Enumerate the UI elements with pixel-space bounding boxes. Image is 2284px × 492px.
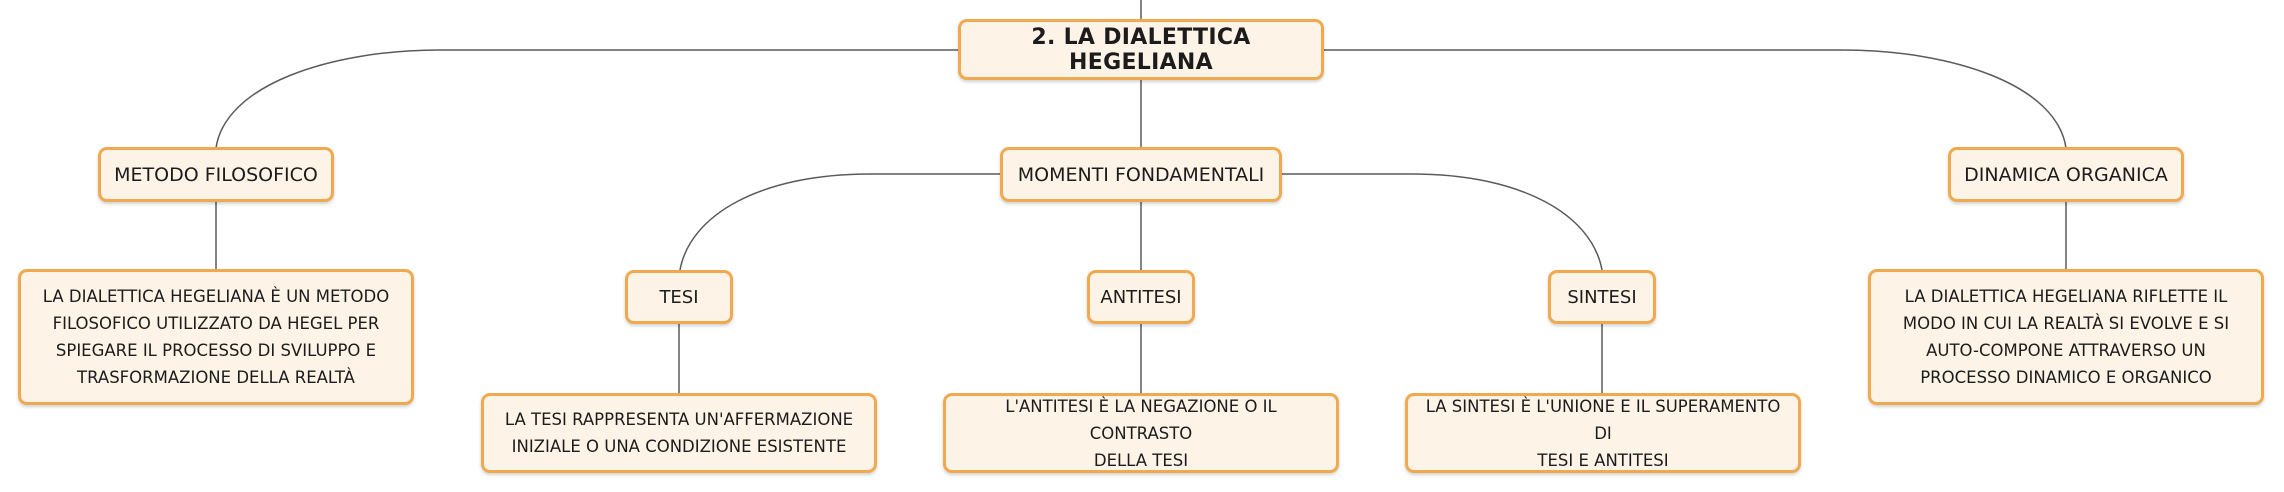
connector-root-metodo — [215, 49, 958, 149]
connector-root-dinamica — [1324, 49, 2067, 149]
node-tesi[interactable]: TESI — [625, 270, 733, 324]
metodo-filosofico-label: METODO FILOSOFICO — [114, 163, 318, 186]
node-metodo-filosofico[interactable]: METODO FILOSOFICO — [98, 147, 334, 202]
node-sintesi[interactable]: SINTESI — [1548, 270, 1656, 324]
node-sintesi-description[interactable]: LA SINTESI È L'UNIONE E IL SUPERAMENTO D… — [1405, 393, 1801, 473]
node-dinamica-description[interactable]: LA DIALETTICA HEGELIANA RIFLETTE IL MODO… — [1868, 269, 2264, 405]
connector-momenti-sintesi — [1282, 173, 1603, 271]
root-label: 2. LA DIALETTICA HEGELIANA — [1031, 24, 1251, 75]
antitesi-description-text: L'ANTITESI È LA NEGAZIONE O IL CONTRASTO… — [1005, 396, 1277, 470]
dinamica-description-text: LA DIALETTICA HEGELIANA RIFLETTE IL MODO… — [1902, 287, 2230, 387]
antitesi-label: ANTITESI — [1100, 286, 1182, 308]
node-metodo-description[interactable]: LA DIALETTICA HEGELIANA È UN METODO FILO… — [18, 269, 414, 405]
root-node[interactable]: 2. LA DIALETTICA HEGELIANA — [958, 19, 1324, 80]
sintesi-label: SINTESI — [1567, 286, 1637, 308]
node-antitesi-description[interactable]: L'ANTITESI È LA NEGAZIONE O IL CONTRASTO… — [943, 393, 1339, 473]
tesi-description-text: LA TESI RAPPRESENTA UN'AFFERMAZIONE INIZ… — [504, 410, 854, 456]
node-antitesi[interactable]: ANTITESI — [1087, 270, 1195, 324]
node-tesi-description[interactable]: LA TESI RAPPRESENTA UN'AFFERMAZIONE INIZ… — [481, 393, 877, 473]
tesi-label: TESI — [659, 286, 699, 308]
node-momenti-fondamentali[interactable]: MOMENTI FONDAMENTALI — [1000, 147, 1282, 202]
metodo-description-text: LA DIALETTICA HEGELIANA È UN METODO FILO… — [42, 287, 390, 387]
dinamica-organica-label: DINAMICA ORGANICA — [1964, 163, 2168, 186]
connector-momenti-tesi — [679, 173, 1000, 271]
sintesi-description-text: LA SINTESI È L'UNIONE E IL SUPERAMENTO D… — [1425, 396, 1781, 470]
momenti-fondamentali-label: MOMENTI FONDAMENTALI — [1017, 163, 1265, 186]
node-dinamica-organica[interactable]: DINAMICA ORGANICA — [1948, 147, 2184, 202]
